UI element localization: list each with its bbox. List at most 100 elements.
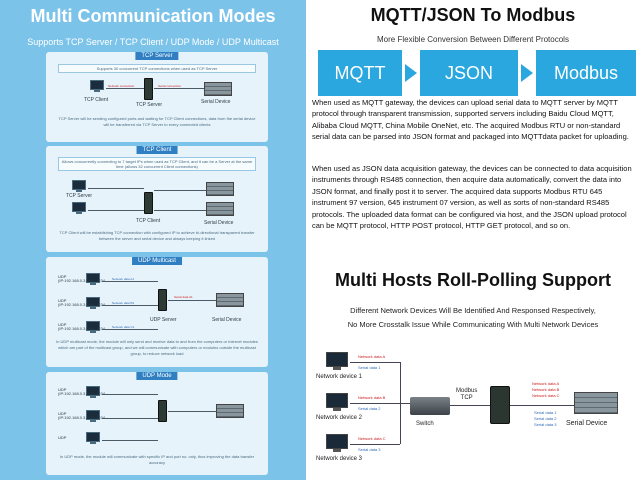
mqtt-box: MQTT: [318, 50, 402, 96]
serial-device-label: Serial Device: [204, 220, 234, 226]
network-device-1-label: Network device 1: [316, 374, 363, 380]
data-tag: Network data B: [532, 387, 560, 392]
connection-line: [106, 88, 144, 89]
pc-icon: [86, 273, 100, 285]
pc-icon: [72, 202, 86, 214]
data-tag: Serial data 3: [534, 422, 557, 427]
mqtt-subtitle: More Flexible Conversion Between Differe…: [377, 35, 569, 44]
tcp-server-tag: TCP Server: [135, 52, 179, 60]
tcp-server-panel: TCP Server Supports 30 concurrent TCP co…: [46, 52, 268, 142]
arrow-right-icon: [521, 64, 533, 82]
data-tag: Serial data A1: [174, 295, 193, 299]
network-device-3-icon: [326, 434, 348, 452]
mqtt-title: MQTT/JSON To Modbus: [370, 5, 576, 25]
pc-icon: [86, 432, 100, 444]
udp-address-2: UDP (IP:192.168.0.3 Port: 1234: [58, 411, 105, 420]
left-title: Multi Communication Modes: [30, 6, 276, 26]
connection-line: [154, 88, 204, 89]
gateway-icon: [144, 192, 153, 214]
serial-device-icon: [206, 202, 234, 216]
communication-modes-panel: Multi Communication Modes Supports TCP S…: [0, 0, 306, 480]
tcp-server-note: TCP Server will be sending configured po…: [58, 116, 256, 127]
connection-line: [154, 190, 206, 191]
connection-line: [88, 188, 144, 189]
json-paragraph: When used as JSON data acquisition gatew…: [312, 164, 632, 231]
pc-icon: [72, 180, 86, 192]
connection-line: [102, 440, 158, 441]
data-tag: Network data A: [358, 354, 386, 359]
connection-line: [102, 329, 158, 330]
network-device-2-label: Network device 2: [316, 415, 363, 421]
udp-multicast-tag: UDP Multicast: [132, 257, 182, 265]
connection-line: [350, 403, 410, 404]
gateway-icon: [144, 78, 153, 100]
pc-icon: [86, 297, 100, 309]
connection-line: [350, 362, 400, 363]
serial-connection-label: Serial connection: [158, 84, 182, 88]
mqtt-paragraph: When used as MQTT gateway, the devices c…: [312, 98, 629, 142]
pc-icon: [86, 386, 100, 398]
connection-line: [400, 362, 401, 444]
network-connection-label: Network connection: [108, 84, 135, 88]
data-tag: Serial data 3: [358, 447, 381, 452]
connection-line: [168, 300, 216, 301]
data-tag: Network data B1: [112, 301, 135, 305]
data-tag: Network data C: [358, 436, 386, 441]
serial-device-icon: [216, 404, 244, 418]
tcp-client-label: TCP Client: [136, 218, 161, 224]
network-device-1-icon: [326, 352, 348, 370]
serial-device-icon: [574, 392, 618, 414]
switch-icon: [410, 397, 450, 415]
modbus-box: Modbus: [536, 50, 636, 96]
connection-line: [168, 411, 216, 412]
connection-line: [102, 418, 158, 419]
serial-device-label: Serial Device: [566, 420, 608, 427]
left-subtitle: Supports TCP Server / TCP Client / UDP M…: [27, 37, 279, 47]
udp-address-3: UDP: [58, 435, 67, 440]
data-tag: Network data C1: [112, 325, 135, 329]
data-tag: Network data C: [532, 393, 560, 398]
connection-line: [450, 405, 490, 406]
gateway-icon: [490, 386, 510, 424]
gateway-icon: [158, 400, 167, 422]
serial-device-icon: [206, 182, 234, 196]
network-device-2-icon: [326, 393, 348, 411]
modbus-tcp-label: Modbus TCP: [456, 388, 478, 401]
serial-device-label: Serial Device: [201, 99, 231, 105]
pc-icon: [86, 410, 100, 422]
json-box: JSON: [420, 50, 518, 96]
tcp-client-panel: TCP Client Allows concurrently connectin…: [46, 146, 268, 252]
data-tag: Network data B: [358, 395, 386, 400]
serial-device-label: Serial Device: [212, 317, 242, 323]
udp-address-3: UDP (IP:192.168.0.3 Port: 1234: [58, 322, 105, 331]
udp-mode-panel: UDP Mode UDP (IP:192.168.0.3 Port: 1234 …: [46, 372, 268, 475]
connection-line: [510, 405, 574, 406]
tcp-client-box: Allows concurrently connecting to 7 targ…: [58, 157, 256, 171]
connection-line: [102, 281, 158, 282]
network-device-3-label: Network device 3: [316, 456, 363, 462]
udp-address-2: UDP (IP:192.168.0.3 Port: 1234: [58, 298, 105, 307]
data-tag: Network data A1: [112, 277, 135, 281]
roll-polling-line-2: No More Crosstalk Issue While Communicat…: [347, 320, 599, 329]
udp-address-1: UDP (IP:192.168.0.3 Port: 1234: [58, 387, 105, 396]
data-tag: Network data A: [532, 381, 560, 386]
data-tag: Serial data 1: [534, 410, 557, 415]
udp-mode-tag: UDP Mode: [136, 372, 178, 380]
connection-line: [102, 394, 158, 395]
udp-server-label: UDP Server: [150, 317, 177, 323]
switch-label: Switch: [416, 421, 434, 427]
udp-mode-note: In UDP mode, the module will communicate…: [59, 454, 255, 465]
connection-line: [102, 305, 158, 306]
udp-multicast-note: In UDP multicast mode, the module will o…: [56, 339, 258, 356]
gateway-icon: [158, 289, 167, 311]
tcp-server-label: TCP Server: [136, 102, 163, 108]
pc-icon: [86, 321, 100, 333]
connection-line: [88, 210, 144, 211]
tcp-client-note: TCP Client will be establishing TCP conn…: [59, 230, 255, 241]
udp-address-1: UDP (IP:192.168.0.3 Port: 1234: [58, 274, 105, 283]
tcp-server-label: TCP Server: [66, 193, 93, 199]
data-tag: Serial data 1: [358, 365, 381, 370]
connection-line: [154, 210, 206, 211]
arrow-right-icon: [405, 64, 417, 82]
udp-multicast-panel: UDP Multicast UDP (IP:192.168.0.3 Port: …: [46, 257, 268, 367]
